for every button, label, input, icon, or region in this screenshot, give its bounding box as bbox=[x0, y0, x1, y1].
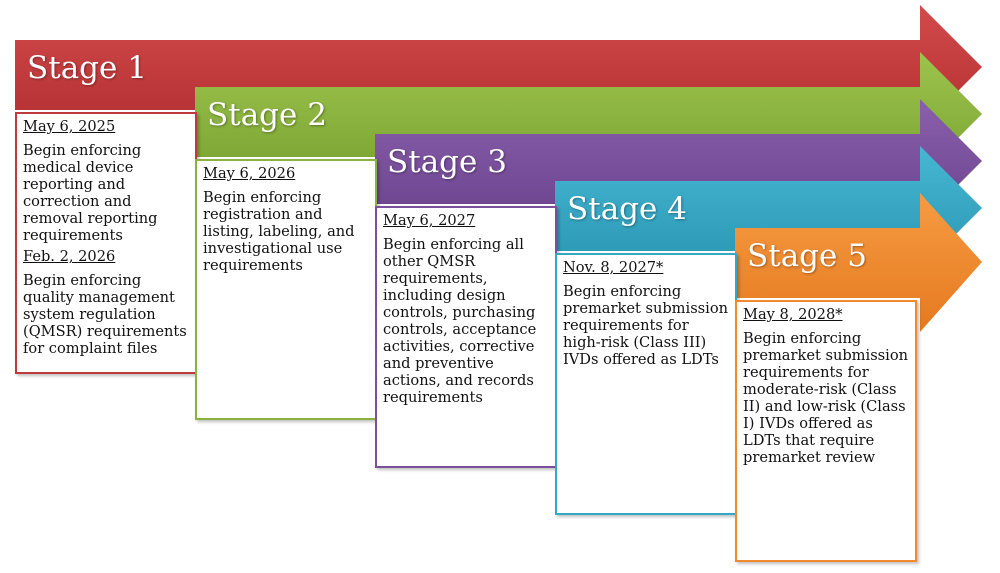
stage-1-box: May 6, 2025 Begin enforcing medical devi… bbox=[15, 112, 197, 374]
stage-2-text: Begin enforcing registration and listing… bbox=[203, 189, 355, 274]
stage-1-title: Stage 1 bbox=[27, 50, 147, 86]
stage-2-title: Stage 2 bbox=[207, 97, 327, 133]
stage-4-date: Nov. 8, 2027* bbox=[563, 259, 664, 276]
stage-3-title: Stage 3 bbox=[387, 144, 507, 180]
stage-3-box: May 6, 2027 Begin enforcing all other QM… bbox=[375, 206, 557, 468]
stage-2-box: May 6, 2026 Begin enforcing registration… bbox=[195, 159, 377, 420]
stage-5-arrow bbox=[735, 193, 982, 332]
stage-2-date: May 6, 2026 bbox=[203, 165, 296, 182]
stage-4-text: Begin enforcing premarket submission req… bbox=[563, 283, 729, 368]
stage-1-date-2: Feb. 2, 2026 bbox=[23, 248, 116, 265]
stage-5-box: May 8, 2028* Begin enforcing premarket s… bbox=[735, 300, 917, 562]
stage-5-title: Stage 5 bbox=[747, 238, 867, 274]
stage-1-text-1: Begin enforcing medical device reporting… bbox=[23, 142, 158, 244]
stage-1-date-1: May 6, 2025 bbox=[23, 118, 116, 135]
stage-5-text: Begin enforcing premarket submission req… bbox=[743, 330, 909, 466]
stage-4-box: Nov. 8, 2027* Begin enforcing premarket … bbox=[555, 253, 737, 515]
stage-3-text: Begin enforcing all other QMSR requireme… bbox=[383, 236, 537, 406]
stage-4-title: Stage 4 bbox=[567, 191, 687, 227]
stage-3-date: May 6, 2027 bbox=[383, 212, 476, 229]
stage-1-text-2: Begin enforcing quality management syste… bbox=[23, 272, 187, 357]
stage-5-date: May 8, 2028* bbox=[743, 306, 843, 323]
